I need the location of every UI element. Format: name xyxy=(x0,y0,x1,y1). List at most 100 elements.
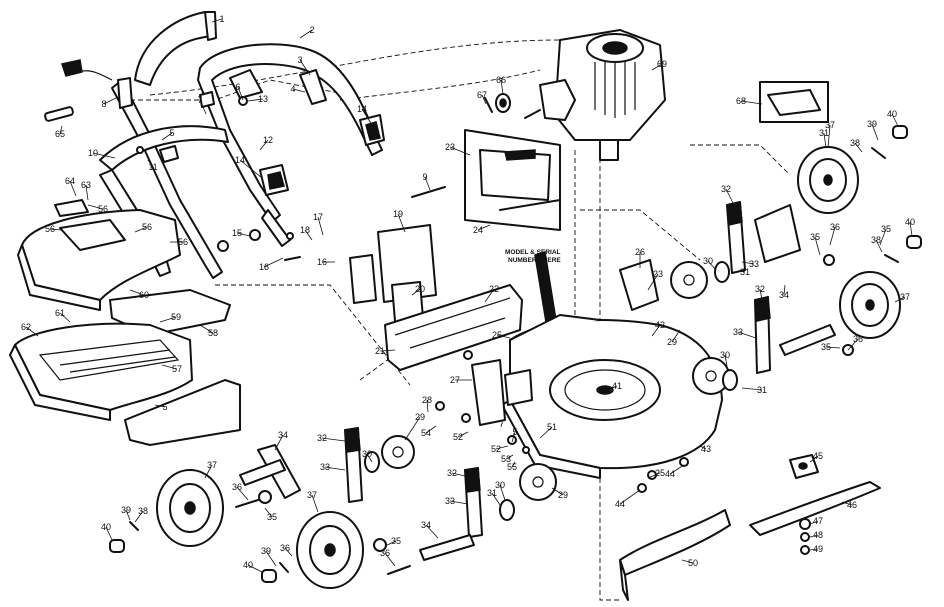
callout-c62: 62 xyxy=(21,322,31,332)
callout-leader-c35a xyxy=(814,236,821,256)
callout-leader-c32c xyxy=(321,437,346,442)
callout-leader-c54 xyxy=(425,425,437,434)
callout-leader-c52b xyxy=(457,431,469,438)
callout-c45: 45 xyxy=(813,451,823,461)
callout-c34c: 34 xyxy=(421,520,431,530)
callout-leader-c51 xyxy=(539,426,553,439)
callout-c40b: 40 xyxy=(905,217,915,227)
callout-leader-c37a xyxy=(827,124,831,149)
callout-leader-c24 xyxy=(477,224,491,231)
callout-c10: 10 xyxy=(88,148,98,158)
callout-c56d: 56 xyxy=(178,237,188,247)
callout-c38b: 38 xyxy=(871,235,881,245)
callout-c33d: 33 xyxy=(445,496,455,506)
callout-c24: 24 xyxy=(473,225,483,235)
callout-leader-c38c xyxy=(134,510,144,523)
callout-leader-c52a xyxy=(495,445,509,450)
callout-leader-c39b xyxy=(125,509,131,521)
callout-leader-c2 xyxy=(299,29,313,39)
callout-c11: 11 xyxy=(148,162,157,172)
callout-c36a: 36 xyxy=(830,222,840,232)
callout-c56b: 56 xyxy=(45,224,55,234)
callout-leader-c23a xyxy=(449,146,471,156)
engine xyxy=(539,29,666,161)
callout-leader-c31d xyxy=(491,492,501,506)
callout-c53: 53 xyxy=(501,454,511,464)
callout-c36c: 36 xyxy=(232,482,242,492)
callout-c56c: 56 xyxy=(142,222,152,232)
handle-hardware xyxy=(44,96,301,261)
callout-c35b: 35 xyxy=(881,224,891,234)
callout-leader-c59 xyxy=(159,316,177,323)
callout-leader-c61 xyxy=(59,312,71,323)
callout-c26: 26 xyxy=(635,247,645,257)
callout-c31d: 31 xyxy=(487,488,497,498)
callout-leader-c12 xyxy=(259,139,269,151)
callout-c48: 48 xyxy=(813,530,823,540)
callout-c19: 19 xyxy=(393,209,403,219)
callout-c35e: 35 xyxy=(391,536,401,546)
callout-leader-c55 xyxy=(511,461,516,468)
callout-leader-c14a xyxy=(361,108,373,126)
callout-c31c: 31 xyxy=(757,385,767,395)
callout-leader-c56b xyxy=(49,228,63,231)
lift-plate xyxy=(384,284,523,371)
callout-leader-c63 xyxy=(85,184,89,201)
rear-wheel-upper-right xyxy=(797,146,859,214)
callout-leader-c37d xyxy=(311,494,319,513)
callout-leader-c4 xyxy=(292,88,306,93)
callout-leader-c11 xyxy=(147,159,154,168)
height-adjuster-gears xyxy=(381,261,730,501)
handle-cable-and-switch xyxy=(61,59,133,109)
callout-c39a: 39 xyxy=(867,119,877,129)
callout-leader-c58 xyxy=(199,324,214,334)
callout-c14b: 14 xyxy=(235,155,245,165)
callout-leader-c37b xyxy=(894,296,906,303)
front-wheel-right xyxy=(296,511,364,589)
callout-c40c: 40 xyxy=(101,522,111,532)
inset-box xyxy=(759,81,829,123)
callout-leader-c36e xyxy=(284,547,293,557)
callout-c1: 1 xyxy=(219,14,224,24)
callout-c32d: 32 xyxy=(447,468,457,478)
callout-leader-c41 xyxy=(606,385,618,391)
callout-c12: 12 xyxy=(263,135,273,145)
callout-c4: 4 xyxy=(290,84,295,94)
callout-leader-c21 xyxy=(379,349,396,352)
callout-leader-c40c xyxy=(105,526,113,541)
callout-c15: 15 xyxy=(232,228,242,238)
callout-c47: 47 xyxy=(813,516,823,526)
callout-leader-c66 xyxy=(500,79,504,95)
callout-c20: 20 xyxy=(415,284,425,294)
callout-leader-c56a xyxy=(87,204,104,210)
callout-leader-c9 xyxy=(424,176,431,191)
callout-c39c: 39 xyxy=(261,546,271,556)
callout-leader-c28 xyxy=(426,399,429,413)
callout-leader-c40b xyxy=(909,221,913,237)
callout-c18: 18 xyxy=(300,225,310,235)
callout-leader-c44b xyxy=(619,489,641,505)
callout-leader-c49 xyxy=(809,548,819,551)
callout-c61: 61 xyxy=(55,308,65,318)
callout-c22: 22 xyxy=(489,284,499,294)
callout-c41: 41 xyxy=(612,381,622,391)
upper-handle xyxy=(134,11,217,86)
callout-c37d: 37 xyxy=(307,490,317,500)
serial-note-line-1: MODEL & SERIAL xyxy=(505,249,561,256)
callout-c67: 67 xyxy=(477,90,487,100)
callout-c5b: 5 xyxy=(162,402,167,412)
callout-leader-c1 xyxy=(211,18,223,23)
axles xyxy=(239,324,836,561)
callout-c65: 65 xyxy=(55,129,65,139)
callout-leader-c40a xyxy=(891,113,899,127)
callout-c43: 43 xyxy=(701,444,711,454)
callout-c23a: 23 xyxy=(445,142,455,152)
callout-c68: 68 xyxy=(736,96,746,106)
callout-c35d: 35 xyxy=(267,512,277,522)
callout-leader-c35e xyxy=(384,540,397,547)
rear-deflector xyxy=(17,199,181,311)
callout-leader-c3 xyxy=(299,59,311,76)
callout-c32c: 32 xyxy=(317,433,327,443)
callout-leader-c30a xyxy=(707,260,717,271)
callout-c16: 16 xyxy=(259,262,269,272)
